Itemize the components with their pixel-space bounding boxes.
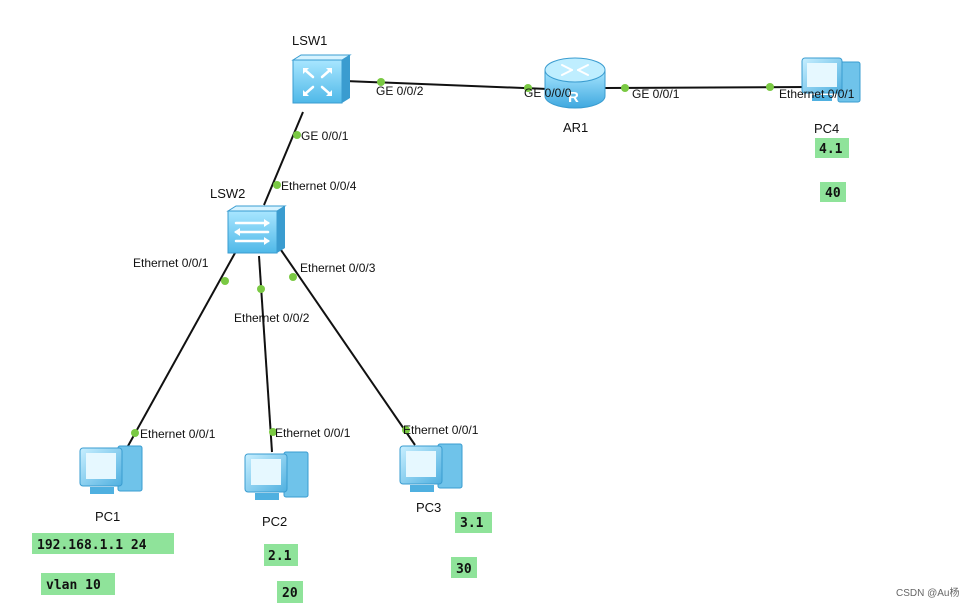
link-lsw1-lsw2[interactable]: [263, 111, 304, 206]
pc1-device[interactable]: PC1: [79, 445, 143, 524]
port-label-pc2-eth: Ethernet 0/0/1: [275, 426, 351, 440]
ar1-label: AR1: [563, 120, 588, 135]
pc4-label: PC4: [814, 121, 839, 136]
port-label-ar1-ge000: GE 0/0/0: [524, 86, 572, 100]
note-pc2-ip-text: 2.1: [268, 549, 292, 564]
port-dot-lsw1-ge001: [293, 131, 301, 139]
pc-icon: [244, 451, 309, 500]
pc-icon: [399, 443, 463, 492]
port-dot-pc4-eth: [766, 83, 774, 91]
pc4-device[interactable]: PC4: [801, 57, 861, 136]
pc1-label: PC1: [95, 509, 120, 524]
note-pc2-vlan-text: 20: [282, 586, 298, 601]
port-dot-pc3-eth: [402, 426, 410, 434]
port-dot-lsw1-ge002: [377, 78, 385, 86]
switch-icon: [291, 54, 352, 104]
port-label-lsw1-ge001: GE 0/0/1: [301, 129, 349, 143]
router-icon: R: [544, 57, 606, 109]
pc-icon: [801, 57, 861, 103]
port-label-pc3-eth: Ethernet 0/0/1: [403, 423, 479, 437]
note-pc1-vlan-text: vlan 10: [46, 578, 101, 593]
link-lsw2-pc3[interactable]: [280, 249, 416, 446]
note-pc1-vlan[interactable]: vlan 10: [41, 573, 115, 595]
svg-text:R: R: [568, 89, 579, 106]
note-pc2-ip[interactable]: 2.1: [264, 544, 298, 566]
links: [122, 80, 809, 456]
note-pc2-vlan[interactable]: 20: [277, 581, 303, 603]
pc-icon: [79, 445, 143, 494]
port-dot-pc2-eth: [269, 428, 277, 436]
switch-icon: [226, 205, 287, 254]
lsw1-device[interactable]: LSW1: [291, 33, 352, 104]
port-dot-lsw2-eth001: [221, 277, 229, 285]
port-label-lsw1-ge002: GE 0/0/2: [376, 84, 424, 98]
port-dot-lsw2-eth002: [257, 285, 265, 293]
watermark: CSDN @Au杨: [896, 586, 960, 599]
note-pc4-vlan-text: 40: [825, 186, 841, 201]
port-dot-ar1-ge000: [524, 84, 532, 92]
lsw1-label: LSW1: [292, 33, 327, 48]
note-pc3-ip[interactable]: 3.1: [455, 512, 492, 533]
link-lsw2-pc1[interactable]: [122, 252, 236, 456]
port-dot-lsw2-eth003: [289, 273, 297, 281]
notes: 4.1 40 192.168.1.1 24 vlan 10 2.1 20 3.1: [32, 138, 849, 603]
port-label-lsw2-eth001: Ethernet 0/0/1: [133, 256, 209, 270]
port-dot-pc1-eth: [131, 429, 139, 437]
port-labels: GE 0/0/2 GE 0/0/0 GE 0/0/1 Ethernet 0/0/…: [133, 84, 855, 441]
port-label-pc1-eth: Ethernet 0/0/1: [140, 427, 216, 441]
port-dots: [131, 78, 774, 437]
note-pc3-vlan[interactable]: 30: [451, 557, 477, 578]
note-pc3-ip-text: 3.1: [460, 516, 484, 531]
port-dot-lsw2-eth004: [273, 181, 281, 189]
port-label-ar1-ge001: GE 0/0/1: [632, 87, 680, 101]
port-label-lsw2-eth004: Ethernet 0/0/4: [281, 179, 357, 193]
ar1-device[interactable]: R AR1: [544, 57, 606, 135]
pc2-label: PC2: [262, 514, 287, 529]
note-pc4-vlan[interactable]: 40: [820, 182, 846, 202]
note-pc1-ip[interactable]: 192.168.1.1 24: [32, 533, 174, 554]
note-pc3-vlan-text: 30: [456, 562, 472, 577]
lsw2-label: LSW2: [210, 186, 245, 201]
port-label-pc4-eth: Ethernet 0/0/1: [779, 87, 855, 101]
port-label-lsw2-eth003: Ethernet 0/0/3: [300, 261, 376, 275]
note-pc4-ip-text: 4.1: [819, 142, 843, 157]
lsw2-device[interactable]: LSW2: [210, 186, 287, 254]
note-pc4-ip[interactable]: 4.1: [815, 138, 849, 158]
port-label-lsw2-eth002: Ethernet 0/0/2: [234, 311, 310, 325]
pc3-label: PC3: [416, 500, 441, 515]
note-pc1-ip-text: 192.168.1.1 24: [37, 538, 147, 553]
pc3-device[interactable]: PC3: [399, 443, 463, 515]
port-dot-ar1-ge001: [621, 84, 629, 92]
link-ar1-pc4[interactable]: [604, 86, 809, 89]
pc2-device[interactable]: PC2: [244, 451, 309, 529]
